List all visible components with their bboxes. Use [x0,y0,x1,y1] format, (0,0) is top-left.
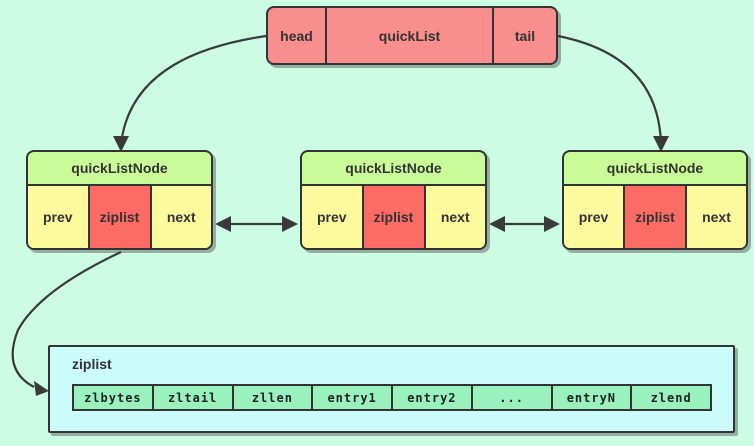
quicklistnode-3-prev-cell: prev [564,186,623,248]
ziplist-cell-zlend: zlend [630,384,712,411]
quicklist-box: head quickList tail [266,6,558,65]
ziplist-cells-row: zlbytes zltail zllen entry1 entry2 ... e… [72,384,712,411]
quicklistnode-1-ziplist-cell: ziplist [87,186,152,248]
quicklistnode-2-prev-cell: prev [302,186,362,248]
arrowhead-zipbox [34,381,49,396]
ziplist-cell-zlbytes: zlbytes [72,384,154,411]
ziplist-box: ziplist zlbytes zltail zllen entry1 entr… [48,345,735,433]
quicklistnode-2: quickListNode prev ziplist next [300,150,487,250]
ziplist-cell-entryN: entryN [550,384,633,411]
arrow-tail-to-right-node [557,34,663,145]
quicklistnode-1: quickListNode prev ziplist next [26,150,213,250]
ziplist-cell-zllen: zllen [231,384,314,411]
quicklistnode-2-next-cell: next [425,186,485,248]
ziplist-cell-zltail: zltail [151,384,234,411]
quicklistnode-1-title: quickListNode [28,152,211,186]
quicklist-head-cell: head [280,27,313,44]
quicklistnode-1-prev-cell: prev [28,186,88,248]
quicklistnode-1-next-cell: next [151,186,211,248]
quicklistnode-3-ziplist-cell: ziplist [623,186,687,248]
quicklist-tail-cell: tail [514,27,536,44]
ziplist-box-title: ziplist [72,356,112,372]
arrowhead-node2-next [544,216,560,232]
ziplist-cell-entry2: entry2 [391,384,473,411]
arrowhead-node3-prev [489,216,505,232]
arrowhead-node2-prev [215,216,231,232]
quicklistnode-2-title: quickListNode [302,152,485,186]
quicklist-title-cell: quickList [325,8,494,63]
quicklistnode-3-next-cell: next [687,186,746,248]
quicklistnode-2-ziplist-cell: ziplist [361,186,426,248]
arrowhead-node1-next [282,216,298,232]
quicklistnode-3-title: quickListNode [564,152,746,186]
ziplist-cell-entry1: entry1 [311,384,393,411]
quicklistnode-3: quickListNode prev ziplist next [562,150,748,250]
arrow-head-to-left-node [119,34,267,145]
ziplist-cell-ellipsis: ... [470,384,553,411]
